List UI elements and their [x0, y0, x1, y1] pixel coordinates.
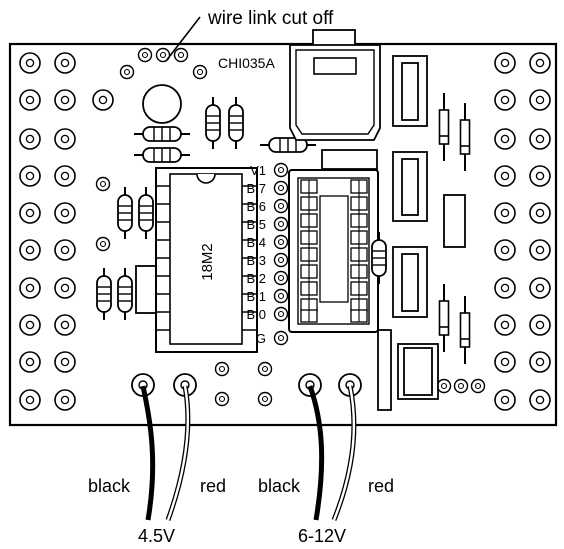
pin-label-b1: B.1 [246, 289, 266, 304]
wire-black-2 [307, 385, 325, 521]
wire-label-red-1: red [200, 476, 226, 496]
chip-18m2: 18M2 [155, 167, 258, 353]
pin-label-b7: B.7 [246, 181, 266, 196]
pcb-outline [8, 42, 558, 427]
pin-label-b5: B.5 [246, 217, 266, 232]
wire-label-black-1: black [88, 476, 131, 496]
small-component [321, 149, 378, 170]
chip-label: 18M2 [199, 243, 216, 281]
programming-socket [289, 29, 381, 141]
wire-black-1 [140, 385, 156, 521]
header-block-left [135, 265, 158, 314]
annotation-pointer [165, 16, 201, 62]
pin-label-g: G [256, 331, 266, 346]
pin-label-b4: B.4 [246, 235, 266, 250]
output-transistors [377, 55, 466, 411]
wire-red-1 [165, 385, 191, 521]
capacitor [142, 84, 182, 124]
pin-label-b3: B.3 [246, 253, 266, 268]
pin-label-b2: B.2 [246, 271, 266, 286]
annotation-text: wire link cut off [207, 8, 334, 29]
pin-label-v1: V1 [250, 163, 266, 178]
wire-label-black-2: black [258, 476, 301, 496]
pin-label-b0: B.0 [246, 307, 266, 322]
voltage-label-1: 4.5V [138, 526, 175, 546]
pin-label-b6: B.6 [246, 199, 266, 214]
board-label: CHI035A [218, 55, 275, 71]
wire-red-2 [331, 385, 357, 521]
wire-label-red-2: red [368, 476, 394, 496]
voltage-label-2: 6-12V [298, 526, 346, 546]
output-socket [288, 169, 379, 333]
pin-header: V1 B.7 B.6 B.5 B.4 B.3 B.2 B.1 B.0 G [246, 162, 289, 346]
power-pads [131, 373, 362, 397]
